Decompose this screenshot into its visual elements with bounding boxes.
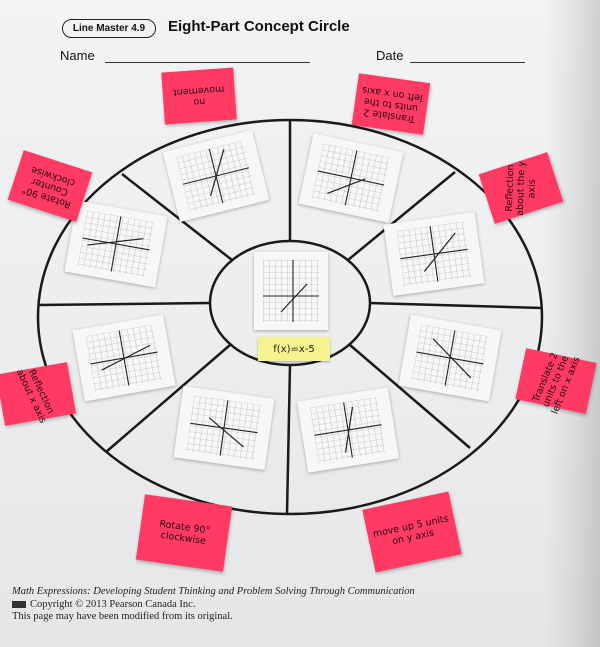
footer-modified-note: This page may have been modified from it…: [12, 611, 233, 622]
graph-card-lower-right: [398, 314, 502, 402]
graph-icon: [396, 221, 472, 287]
graph-icon: [311, 143, 391, 213]
sticky-note-top-left: no movement: [161, 67, 237, 125]
sticky-text: Translate 2 units to the left on x axis: [361, 83, 424, 124]
page-title: Eight-Part Concept Circle: [168, 18, 350, 35]
spoke-right: [369, 301, 543, 310]
graph-card-bottom-right: [296, 387, 400, 473]
sticky-text: move up 5 units on y axis: [372, 513, 450, 548]
graph-card-lower-left: [72, 314, 176, 402]
sticky-text: Rotate 90° clockwise: [158, 518, 211, 548]
graph-icon: [176, 140, 256, 212]
page-shadow: [545, 0, 600, 647]
name-line: [105, 62, 310, 63]
date-label: Date: [376, 48, 404, 63]
graph-card-upper-right: [383, 211, 485, 297]
name-label: Name: [60, 48, 95, 63]
spoke-left: [37, 301, 211, 307]
formula-text: f(x)=x-5: [273, 343, 315, 355]
graph-icon: [85, 324, 163, 392]
graph-icon: [411, 324, 489, 392]
graph-icon: [186, 395, 262, 461]
date-line: [410, 62, 525, 63]
sticky-text: Rotate 90° Counter clockwise: [20, 163, 77, 210]
line-master-badge: Line Master 4.9: [62, 19, 156, 38]
graph-card-top-right: [298, 133, 404, 223]
footer-source: Math Expressions: Developing Student Thi…: [12, 586, 415, 597]
graph-icon: [310, 397, 386, 463]
graph-icon: [263, 260, 319, 322]
spoke-lower-right: [349, 344, 471, 449]
graph-card-upper-left: [64, 200, 168, 288]
graph-card-bottom-left: [173, 385, 275, 471]
graph-card-center: [254, 252, 328, 330]
sticky-text: Reflection about the y axis: [503, 160, 538, 216]
badge-label: Line Master 4.9: [72, 23, 146, 34]
sticky-text: no movement: [172, 83, 225, 108]
spoke-upper-right: [347, 171, 456, 261]
copyright-text: Copyright © 2013 Pearson Canada Inc.: [30, 599, 196, 610]
sticky-text: Translate 2 units to the left on x axis: [530, 350, 583, 416]
spoke-lower-left: [105, 344, 231, 453]
graph-card-top-left: [162, 129, 270, 223]
sticky-note-top-right: Translate 2 units to the left on x axis: [351, 73, 431, 135]
pearson-logo-icon: [12, 601, 26, 609]
footer-copyright: Copyright © 2013 Pearson Canada Inc.: [12, 599, 195, 610]
graph-icon: [77, 210, 155, 278]
spoke-upper-left: [121, 173, 233, 261]
sticky-note-bottom-left: Rotate 90° clockwise: [135, 494, 233, 572]
spoke-bottom: [285, 364, 292, 515]
sticky-text: Reflection about x axis: [13, 367, 56, 425]
formula-note: f(x)=x-5: [258, 337, 330, 361]
